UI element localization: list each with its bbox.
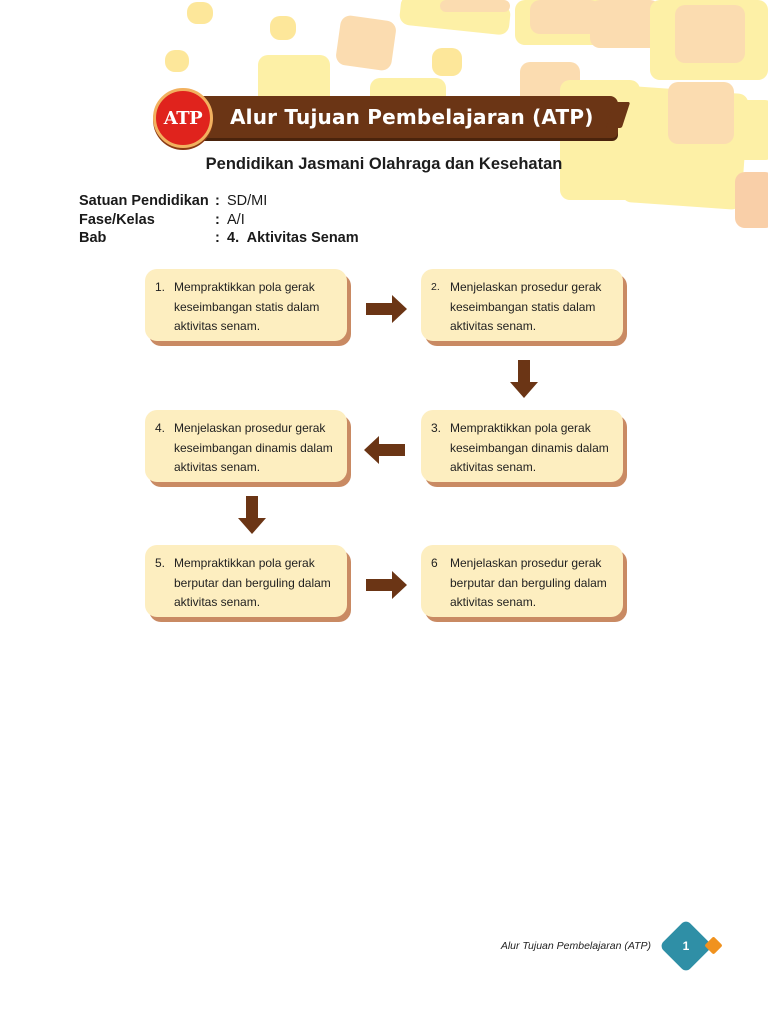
step-text: Menjelaskan prosedur gerak keseimbangan … <box>174 421 333 474</box>
decor-square <box>668 82 734 144</box>
decor-square <box>735 172 768 228</box>
step-text: Menjelaskan prosedur gerak keseimbangan … <box>450 280 602 333</box>
meta-value: SD/MI <box>227 193 268 209</box>
decor-square <box>530 0 600 34</box>
flow-step-4: 4. Menjelaskan prosedur gerak keseimbang… <box>145 410 347 482</box>
header-banner: ATP Alur Tujuan Pembelajaran (ATP) <box>150 88 622 148</box>
decor-square <box>590 0 660 48</box>
step-number: 6 <box>431 556 438 570</box>
banner-board <box>190 96 618 138</box>
flow-step-5: 5. Mempraktikkan pola gerak berputar dan… <box>145 545 347 617</box>
page-title: Alur Tujuan Pembelajaran (ATP) <box>230 105 594 129</box>
decor-square <box>432 48 462 76</box>
accent-diamond-icon <box>704 936 723 955</box>
step-number: 5. <box>155 556 166 570</box>
step-number: 4. <box>155 421 166 435</box>
arrow-right-icon <box>366 295 408 323</box>
decor-square <box>334 14 398 72</box>
meta-row-fase: Fase/Kelas : A/I <box>79 211 359 230</box>
step-text: Mempraktikkan pola gerak berputar dan be… <box>174 556 331 609</box>
flow-step-3: 3. Mempraktikkan pola gerak keseimbangan… <box>421 410 623 482</box>
meta-colon: : <box>215 211 220 228</box>
decor-square <box>675 5 745 63</box>
meta-label: Satuan Pendidikan <box>79 193 209 209</box>
meta-info: Satuan Pendidikan : SD/MI Fase/Kelas : A… <box>79 192 359 248</box>
step-text: Mempraktikkan pola gerak keseimbangan st… <box>174 280 320 333</box>
arrow-left-icon <box>364 436 406 464</box>
meta-value: 4. Aktivitas Senam <box>227 230 359 246</box>
meta-row-satuan: Satuan Pendidikan : SD/MI <box>79 192 359 211</box>
step-number: 1. <box>155 280 166 294</box>
meta-value: A/I <box>227 211 245 228</box>
page-number: 1 <box>682 939 690 953</box>
arrow-down-icon <box>238 496 266 534</box>
flow-step-6: 6 Menjelaskan prosedur gerak berputar da… <box>421 545 623 617</box>
arrow-down-icon <box>510 360 538 398</box>
decor-square <box>270 16 296 40</box>
arrow-right-icon <box>366 571 408 599</box>
flow-step-2: 2. Menjelaskan prosedur gerak keseimbang… <box>421 269 623 341</box>
step-number: 2. <box>431 281 440 293</box>
decor-square <box>187 2 213 24</box>
decor-square <box>165 50 189 72</box>
decor-square <box>735 100 768 160</box>
meta-colon: : <box>215 193 220 209</box>
flow-step-1: 1. Mempraktikkan pola gerak keseimbangan… <box>145 269 347 341</box>
meta-label: Bab <box>79 230 107 246</box>
decor-square <box>440 0 510 12</box>
subject-title: Pendidikan Jasmani Olahraga dan Kesehata… <box>205 155 563 173</box>
meta-colon: : <box>215 230 220 246</box>
step-text: Menjelaskan prosedur gerak berputar dan … <box>450 556 607 609</box>
step-text: Mempraktikkan pola gerak keseimbangan di… <box>450 421 609 474</box>
footer-label: Alur Tujuan Pembelajaran (ATP) <box>500 940 651 952</box>
meta-row-bab: Bab : 4. Aktivitas Senam <box>79 229 359 248</box>
atp-badge: ATP <box>153 88 213 148</box>
step-number: 3. <box>431 421 442 435</box>
meta-label: Fase/Kelas <box>79 211 155 228</box>
